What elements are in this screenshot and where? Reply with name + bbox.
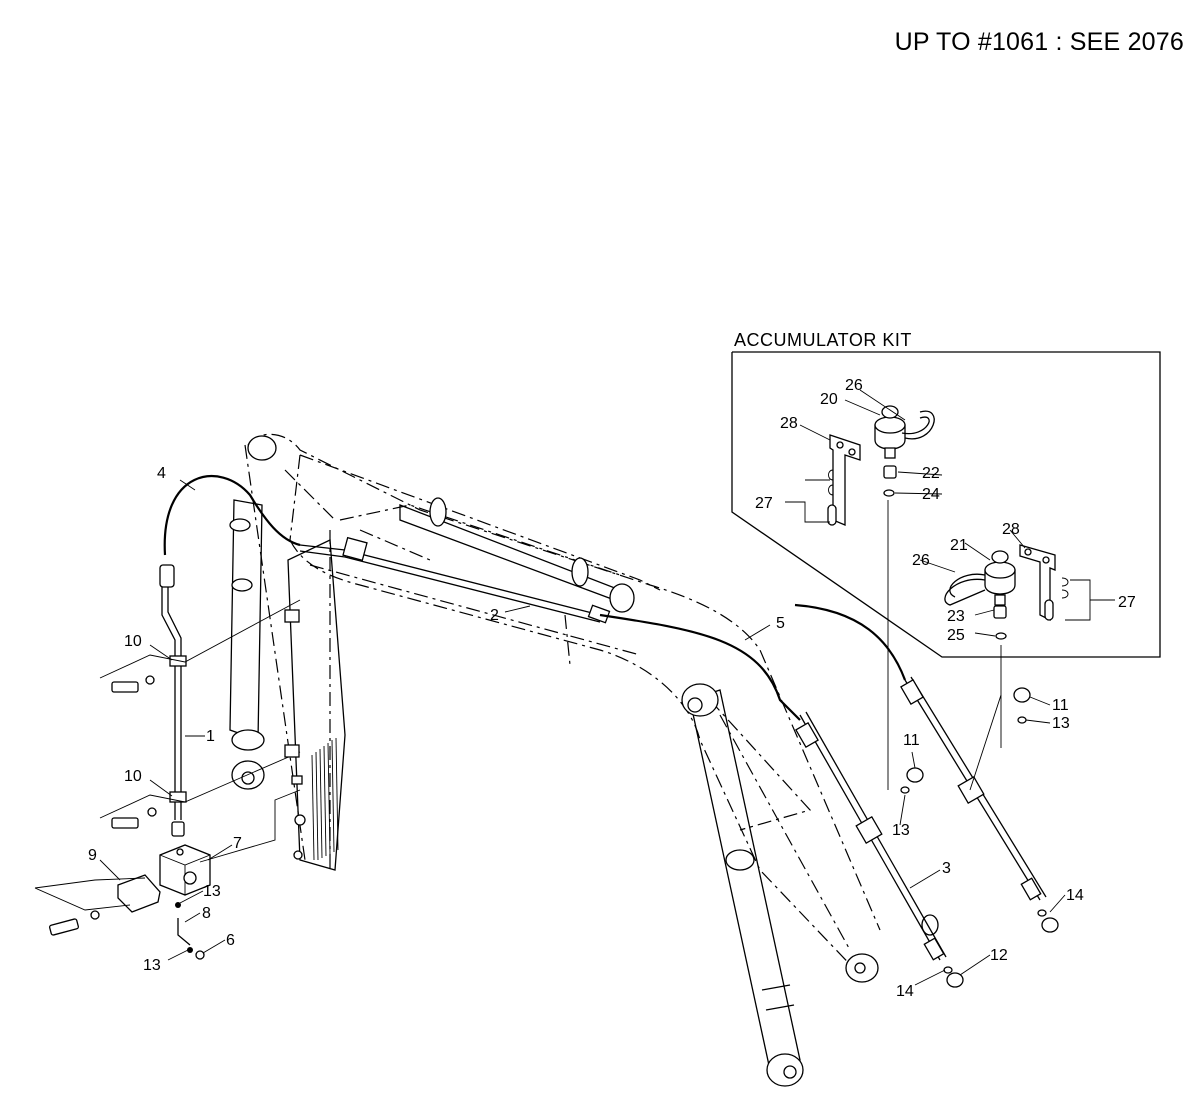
callout-13-right: 13: [1052, 715, 1070, 732]
arm-tip: [845, 914, 939, 983]
pipe-1: [159, 564, 187, 837]
pipe-3: [795, 676, 1047, 961]
accumulator-kit-title: ACCUMULATOR KIT: [734, 330, 912, 350]
callout-3: 3: [942, 860, 951, 877]
bracket-9: [34, 874, 161, 936]
callout-24: 24: [922, 486, 940, 503]
accumulator-21: [944, 550, 1016, 606]
bracket-28-upper: [827, 434, 861, 526]
callout-14-left: 14: [896, 983, 914, 1000]
callout-28-lower: 28: [1002, 521, 1020, 538]
boom-front-plate: [287, 539, 346, 871]
hose-4: [163, 474, 301, 556]
callout-13-plug: 13: [143, 957, 161, 974]
callout-22: 22: [922, 465, 940, 482]
boom-cylinder: [229, 499, 265, 790]
fitting-22: [883, 465, 897, 790]
valve-block-7: [159, 789, 301, 896]
arm-cylinder: [247, 435, 635, 613]
callout-13-center: 13: [892, 822, 910, 839]
callout-2: 2: [490, 607, 499, 624]
callout-7: 7: [233, 835, 242, 852]
callout-10-lower: 10: [124, 768, 142, 785]
callout-11-center: 11: [903, 732, 920, 749]
callout-8: 8: [202, 905, 211, 922]
callout-27-lower: 27: [1118, 594, 1136, 611]
callout-26-lower: 26: [912, 552, 930, 569]
clamp-10-lower: [99, 744, 301, 829]
fitting-23: [969, 605, 1007, 791]
callout-13-valve: 13: [203, 883, 221, 900]
pipe-2: [299, 536, 611, 624]
callouts: 4 1 2 10 10 7 9 13 8 6 13 5 3 12 14 14 1…: [88, 377, 1136, 1000]
hose-5-second: [794, 603, 907, 681]
callout-12: 12: [990, 947, 1008, 964]
callout-28-upper: 28: [780, 415, 798, 432]
callout-1: 1: [206, 728, 215, 745]
accumulator-kit-frame: [731, 351, 1161, 658]
callout-23: 23: [947, 608, 965, 625]
callout-14-right: 14: [1066, 887, 1084, 904]
fitting-8: [175, 902, 205, 960]
callout-9: 9: [88, 847, 97, 864]
bucket-cylinder: [681, 683, 804, 1087]
callout-4: 4: [157, 465, 166, 482]
hose-5: [599, 613, 801, 721]
callout-25: 25: [947, 627, 965, 644]
callout-10-upper: 10: [124, 633, 142, 650]
leader-lines: [99, 389, 1115, 986]
callout-6: 6: [226, 932, 235, 949]
callout-20: 20: [820, 391, 838, 408]
bracket-28-lower: [1019, 544, 1069, 622]
callout-5: 5: [776, 615, 785, 632]
callout-26-upper: 26: [845, 377, 863, 394]
callout-21: 21: [950, 537, 968, 554]
plug-11-right: [1013, 687, 1031, 724]
plug-12: [943, 909, 1059, 988]
clamp-10-upper: [99, 599, 301, 693]
header-note: UP TO #1061 : SEE 2076: [894, 28, 1184, 56]
callout-27-upper: 27: [755, 495, 773, 512]
plug-11-center: [900, 767, 924, 794]
accumulator-20: [874, 405, 935, 459]
callout-11-right: 11: [1052, 697, 1069, 714]
